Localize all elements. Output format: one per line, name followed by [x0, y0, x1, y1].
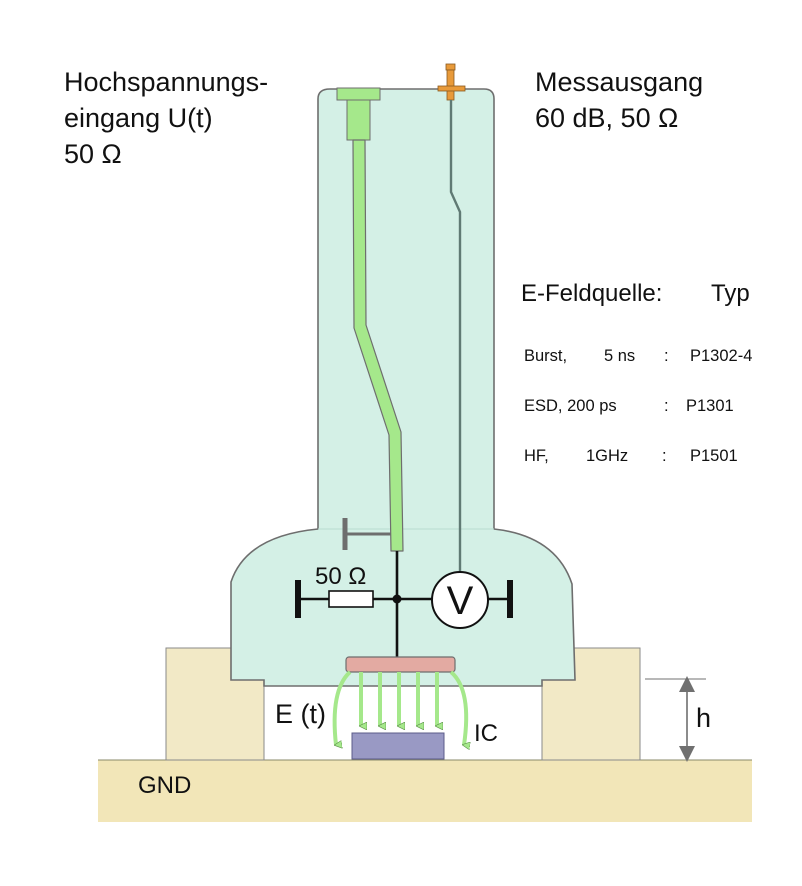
input-label-line3: 50 Ω [64, 139, 122, 169]
row3-signal: HF, [524, 447, 549, 465]
resistor-50-ohm [328, 590, 374, 608]
voltmeter [431, 571, 489, 629]
efield-label: E (t) [275, 699, 326, 729]
ic-label: IC [474, 720, 498, 747]
input-label-line1: Hochspannungs- [64, 67, 268, 97]
source-table-header-right: Typ [711, 280, 750, 307]
row1-signal: Burst, [524, 347, 567, 365]
resistor-label: 50 Ω [315, 563, 366, 590]
efield-arrows [332, 670, 467, 745]
measurement-line [449, 100, 462, 578]
input-connector-body [346, 99, 371, 141]
gnd-label: GND [138, 772, 191, 799]
circuit-junction [392, 594, 402, 604]
row3-type: P1501 [690, 447, 738, 465]
row3-param: 1GHz [586, 447, 628, 465]
output-connector-nut [445, 63, 456, 71]
ground-plane [98, 760, 752, 822]
output-label-line2: 60 dB, 50 Ω [535, 103, 678, 133]
row1-sep: : [664, 347, 669, 365]
row2-signal: ESD, 200 ps [524, 397, 617, 415]
source-table-header-left: E-Feldquelle: [521, 280, 662, 307]
input-label-line2: eingang U(t) [64, 103, 213, 133]
row2-sep: : [664, 397, 669, 415]
inner-conductor [352, 139, 404, 552]
voltmeter-symbol: V [447, 579, 474, 623]
row3-sep: : [662, 447, 667, 465]
efield-arrow-right-curve [449, 670, 466, 745]
height-label: h [696, 703, 711, 733]
output-label-line1: Messausgang [535, 67, 703, 97]
output-connector-body [446, 69, 455, 101]
row1-param: 5 ns [604, 347, 635, 365]
row1-type: P1302-4 [690, 347, 752, 365]
probe-body [230, 88, 576, 687]
output-connector-flange [437, 85, 466, 92]
efield-arrow-left-curve [332, 670, 352, 745]
ic-chip [351, 732, 445, 760]
row2-type: P1301 [686, 397, 734, 415]
electrode-plate [345, 656, 456, 673]
input-connector-cap [336, 87, 381, 101]
